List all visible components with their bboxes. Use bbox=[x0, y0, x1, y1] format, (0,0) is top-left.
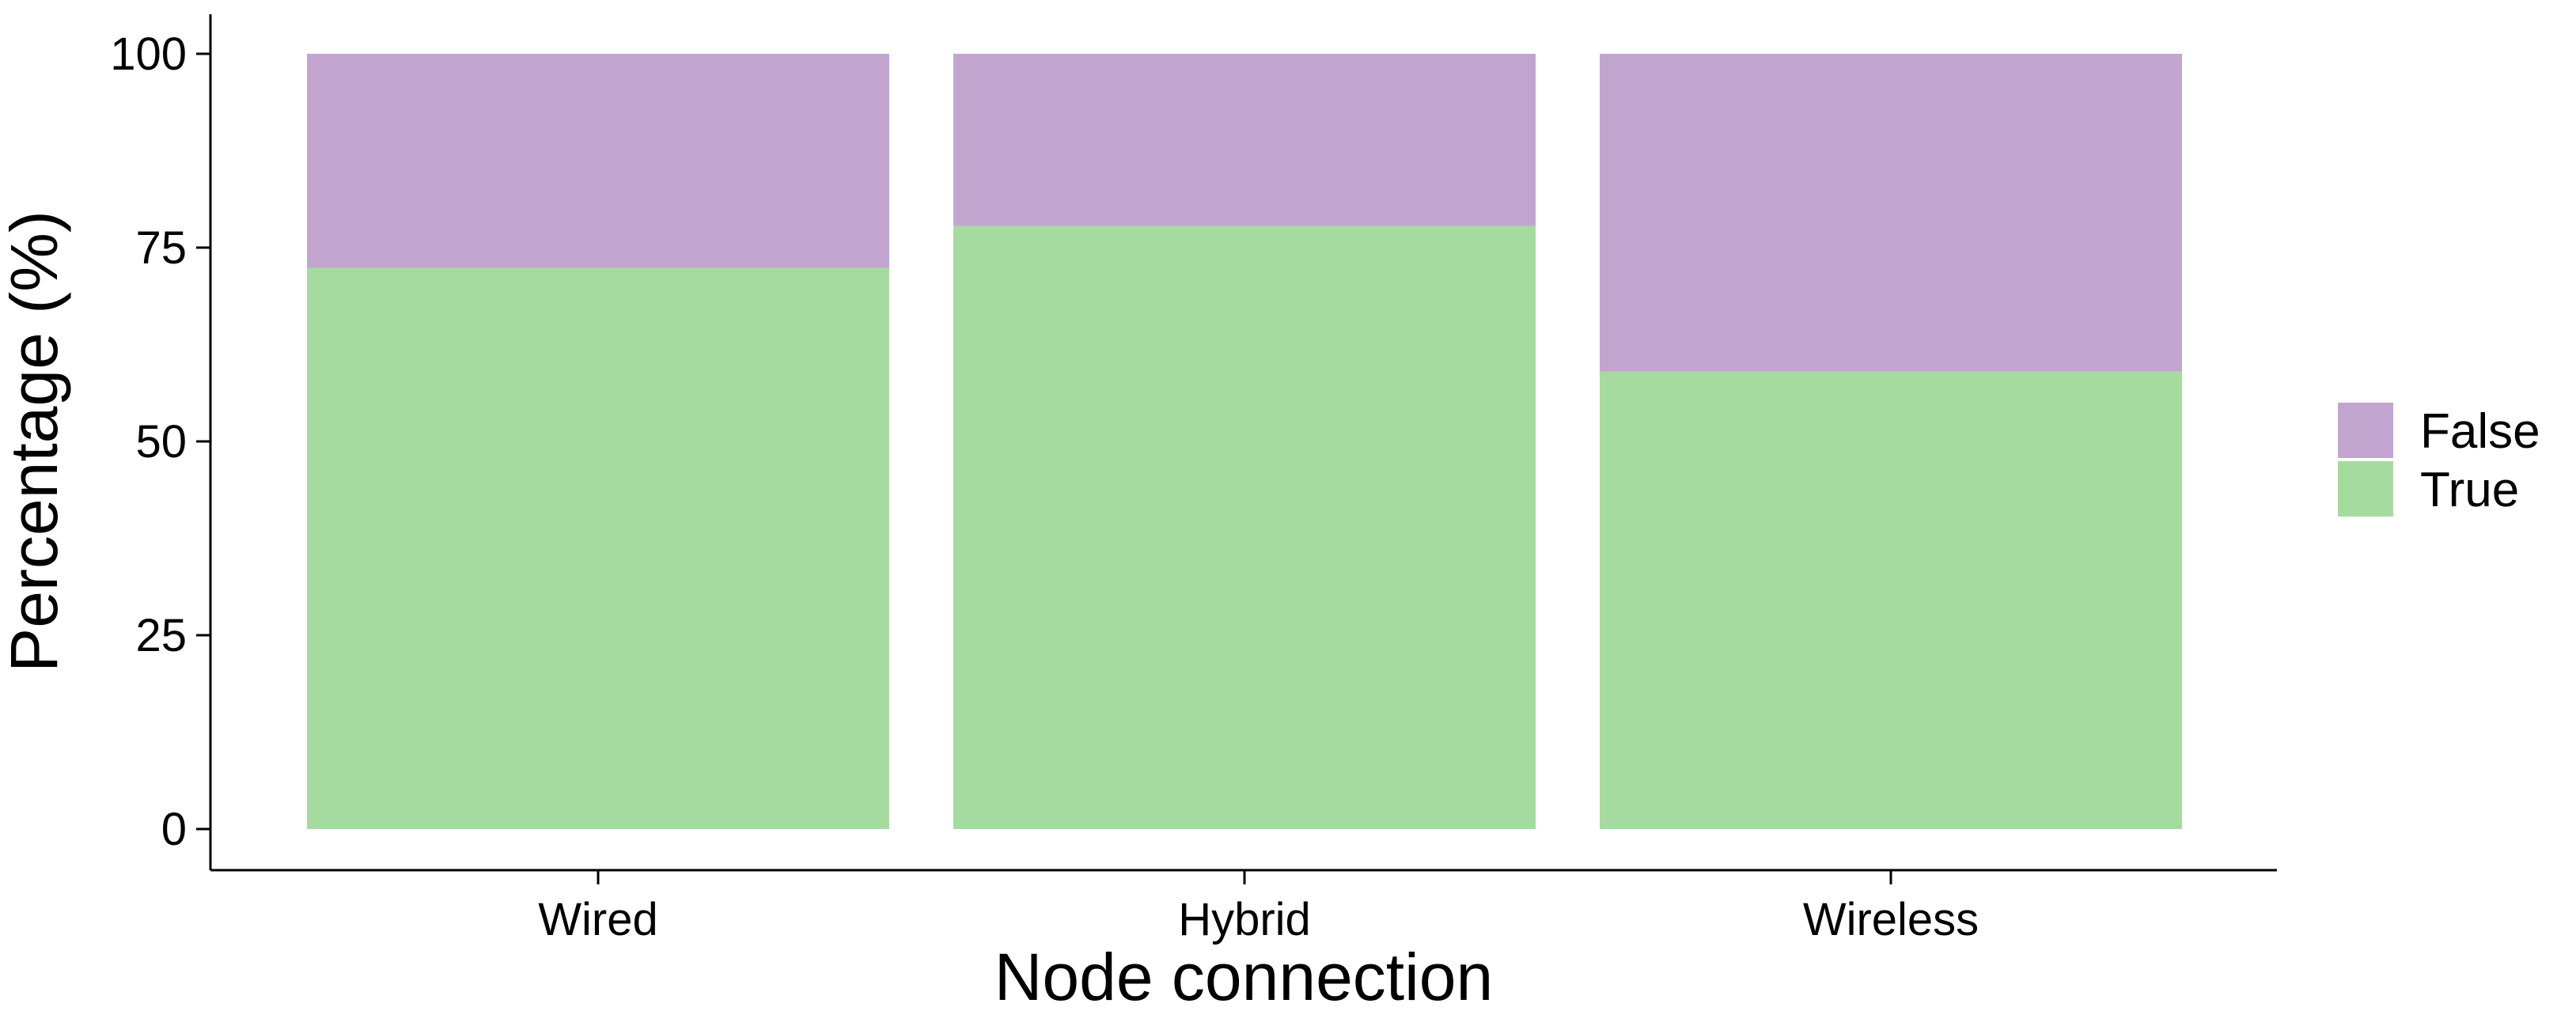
y-ticks: 0 25 50 75 100 bbox=[110, 28, 210, 855]
bar-wired-true bbox=[307, 267, 889, 830]
bar-hybrid-true bbox=[953, 225, 1536, 829]
x-tick-label: Wireless bbox=[1803, 894, 1979, 945]
bar-wireless-true bbox=[1600, 371, 2182, 829]
y-tick-label: 25 bbox=[135, 610, 187, 661]
legend-label-true: True bbox=[2420, 463, 2519, 517]
bar-hybrid-false bbox=[953, 54, 1536, 226]
bars-layer bbox=[307, 54, 2182, 830]
y-tick-label: 0 bbox=[161, 804, 187, 855]
legend-label-false: False bbox=[2420, 404, 2540, 459]
x-tick-label: Hybrid bbox=[1178, 894, 1311, 945]
y-axis-title: Percentage (%) bbox=[0, 210, 71, 672]
bar-wireless-false bbox=[1600, 54, 2182, 372]
y-tick-label: 50 bbox=[135, 416, 187, 468]
y-tick-label: 100 bbox=[110, 28, 187, 80]
legend-key-true bbox=[2338, 461, 2393, 517]
legend-key-false bbox=[2338, 403, 2393, 458]
x-axis-title: Node connection bbox=[994, 940, 1493, 1014]
y-tick-label: 75 bbox=[135, 222, 187, 274]
x-tick-label: Wired bbox=[538, 894, 657, 945]
x-ticks: Wired Hybrid Wireless bbox=[538, 870, 1979, 945]
bar-wired-false bbox=[307, 54, 889, 268]
